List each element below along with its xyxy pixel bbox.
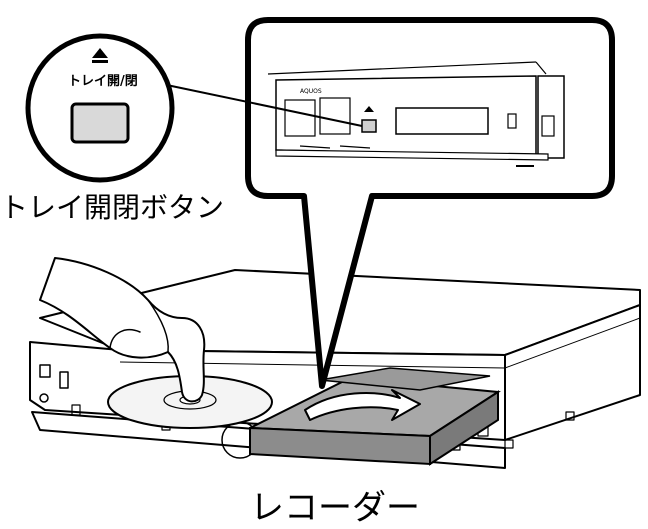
front-slot <box>59 371 69 389</box>
eject-icon <box>92 48 108 58</box>
tray-arrow-icon <box>304 389 421 421</box>
front-jack <box>39 393 49 403</box>
power-button <box>39 364 51 378</box>
zoom-eject-button <box>361 119 377 133</box>
recorder-label: レコーダー <box>250 488 420 528</box>
hand <box>39 257 206 403</box>
button-label: トレイ開/閉 <box>68 74 138 89</box>
pointer-line <box>161 83 363 127</box>
button-callout <box>25 33 175 183</box>
zoom-callout: AQUOS <box>245 17 615 389</box>
tray-open-close-button <box>70 102 130 144</box>
recorder-side <box>504 304 641 441</box>
svg-text:AQUOS: AQUOS <box>300 88 322 95</box>
open-close-button-label: トレイ開閉ボタン <box>0 191 225 224</box>
